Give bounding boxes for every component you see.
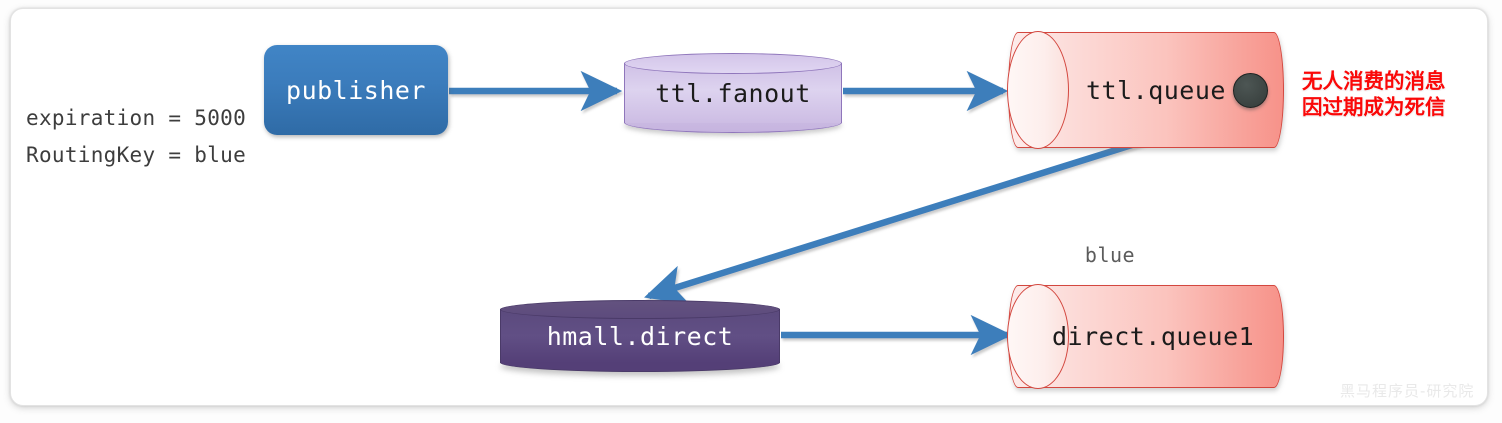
node-direct-queue1[interactable]: direct.queue1 <box>1007 284 1284 389</box>
node-direct-queue1-label: direct.queue1 <box>1052 322 1255 351</box>
dead-letter-annotation: 无人消费的消息 因过期成为死信 <box>1302 68 1446 120</box>
node-ttl-fanout-label: ttl.fanout <box>655 78 811 108</box>
dead-letter-annotation-line2: 因过期成为死信 <box>1302 95 1446 119</box>
config-line-routingkey: RoutingKey = blue <box>26 143 247 167</box>
message-dot-icon <box>1233 73 1268 108</box>
config-text-block: expiration = 5000 RoutingKey = blue <box>26 100 246 174</box>
dead-letter-annotation-line1: 无人消费的消息 <box>1302 69 1446 93</box>
arrow-ttlqueue-to-hmalldirect <box>644 136 1149 305</box>
node-publisher[interactable]: publisher <box>264 45 448 135</box>
node-ttl-queue-label: ttl.queue <box>1086 75 1226 105</box>
direct-queue1-left-cap <box>1007 284 1069 389</box>
node-ttl-fanout[interactable]: ttl.fanout <box>624 53 842 133</box>
node-publisher-label: publisher <box>286 75 426 105</box>
fanout-top-ellipse <box>624 53 842 74</box>
ttl-queue-left-cap <box>1007 31 1069 149</box>
edge-label-blue: blue <box>1084 243 1136 267</box>
node-hmall-direct-label: hmall.direct <box>546 321 734 351</box>
direct-top-ellipse <box>500 300 780 319</box>
node-ttl-queue[interactable]: ttl.queue <box>1007 31 1284 149</box>
watermark: 黑马程序员-研究院 <box>1340 382 1475 400</box>
node-hmall-direct[interactable]: hmall.direct <box>500 300 780 372</box>
config-line-expiration: expiration = 5000 <box>26 106 247 130</box>
